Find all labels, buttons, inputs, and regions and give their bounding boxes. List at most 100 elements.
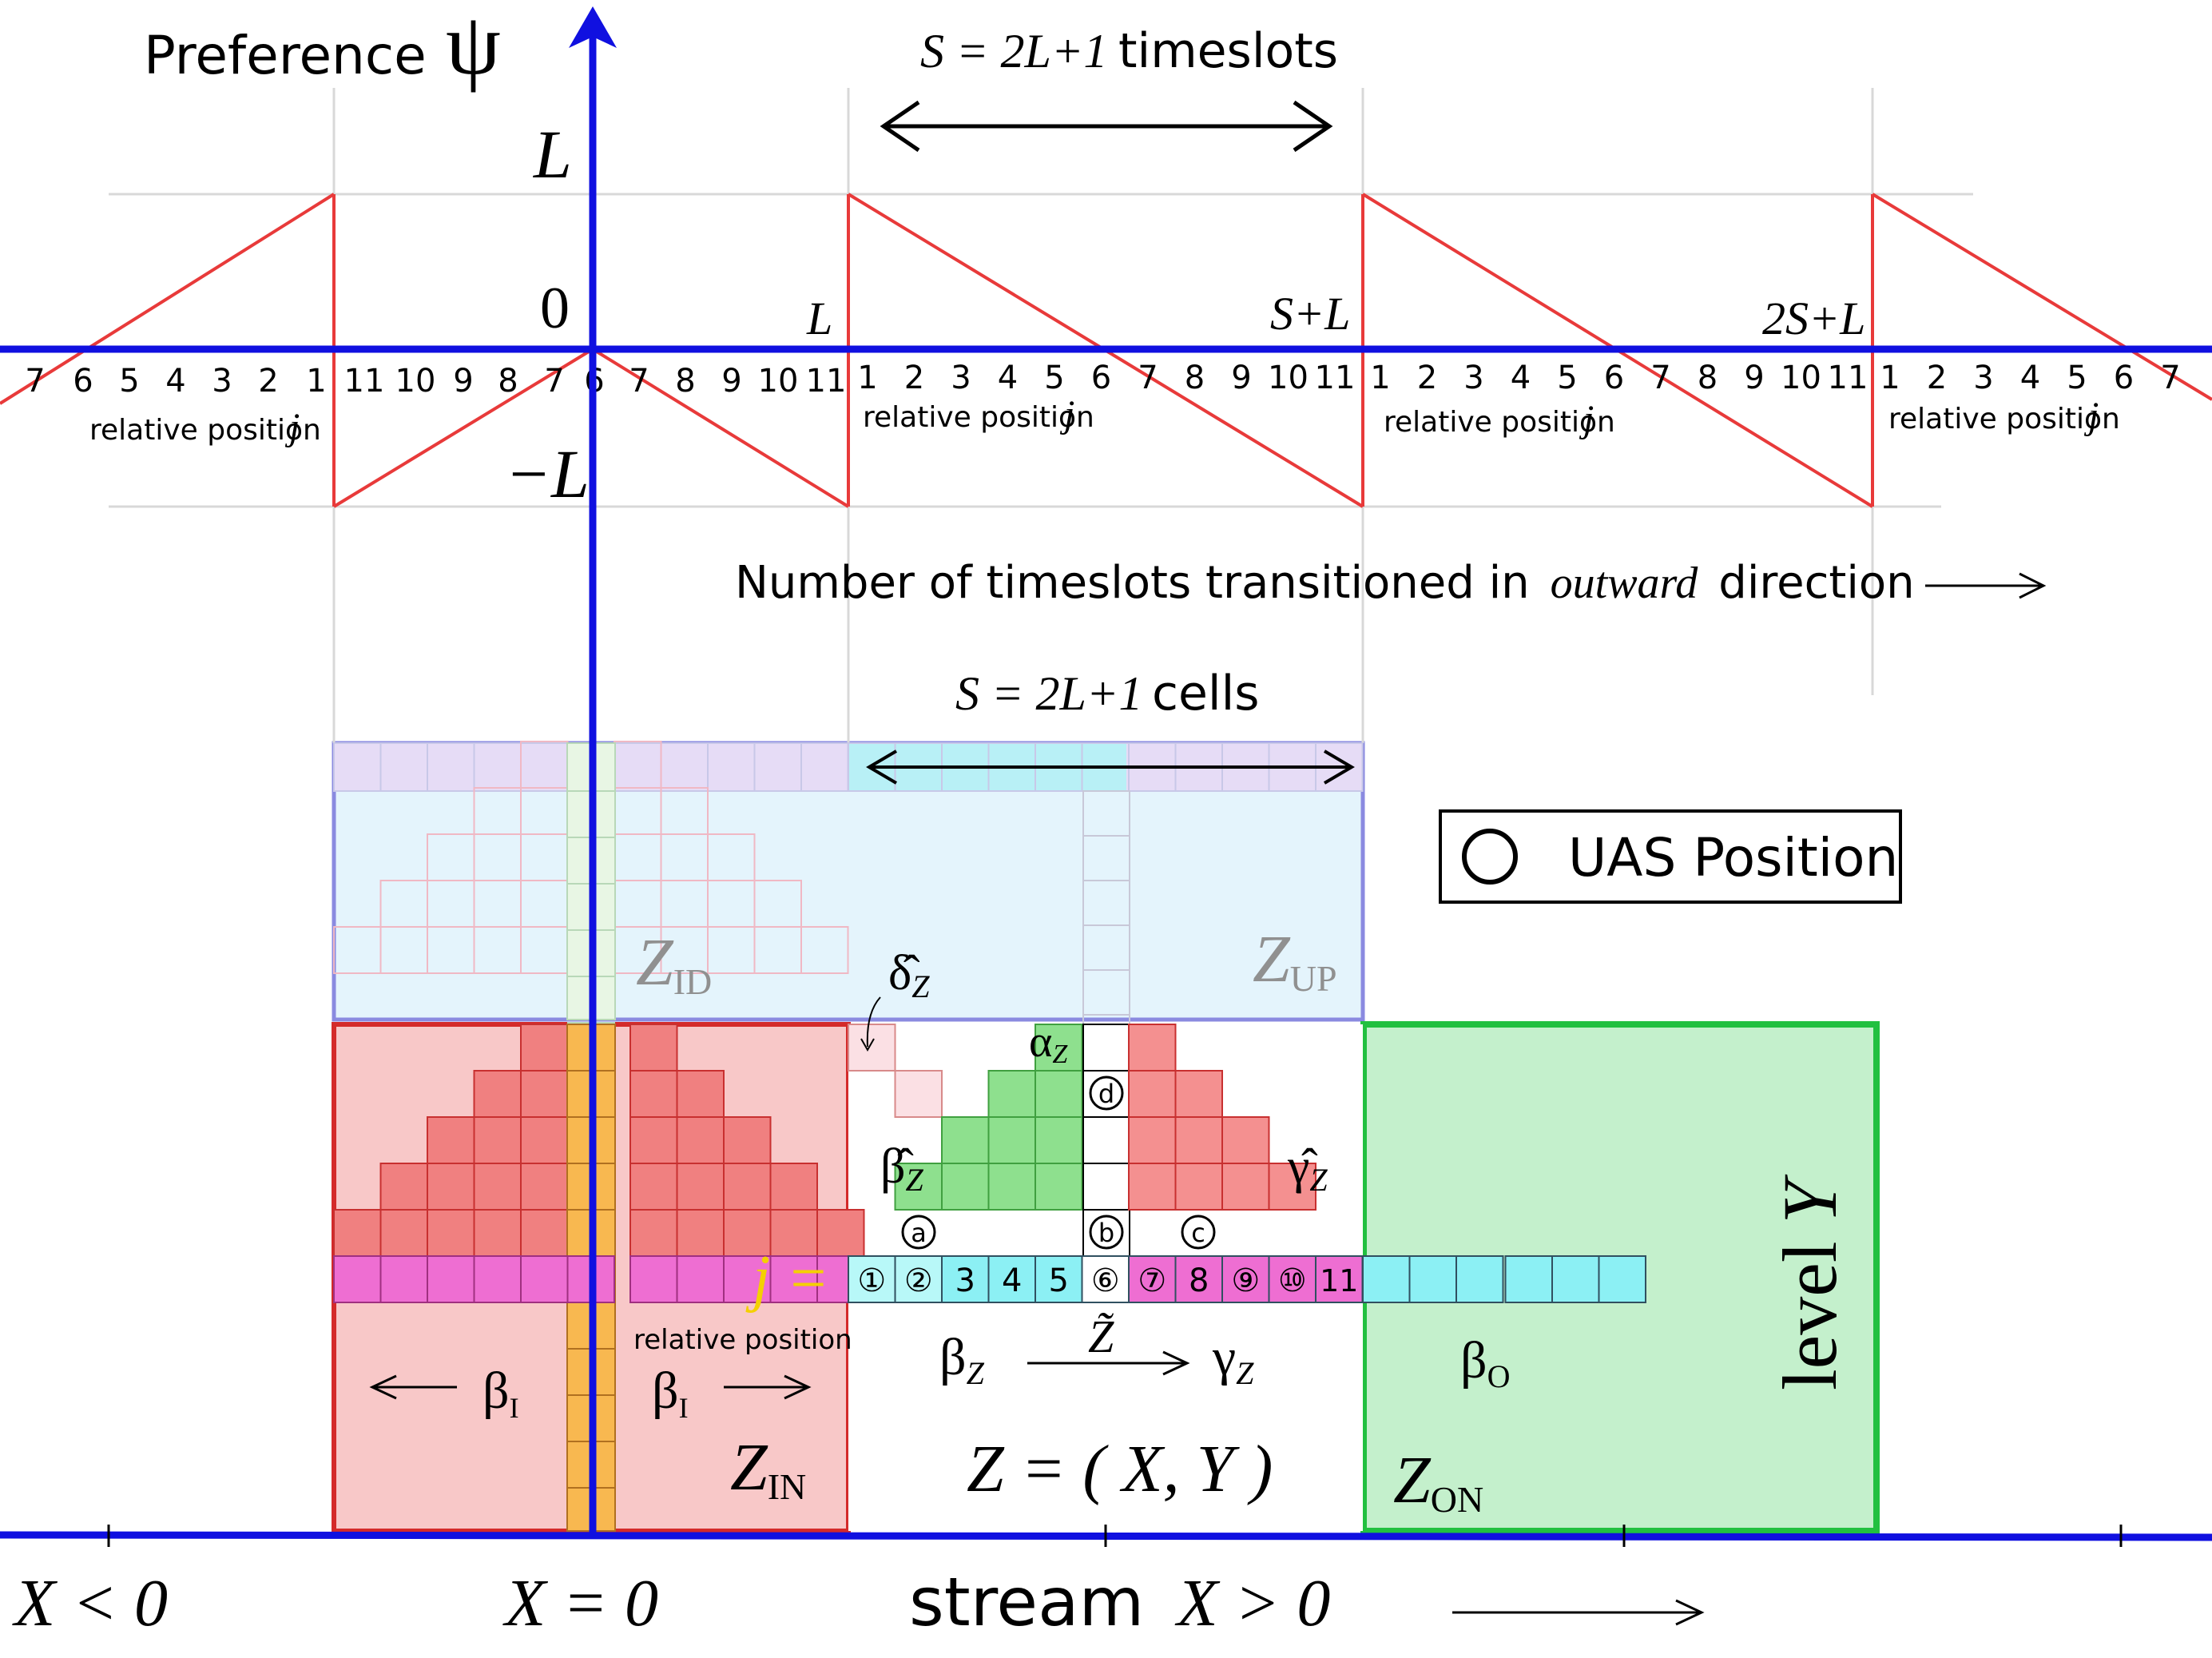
transition-label: Number of timeslots transitioned in outw… (735, 557, 1915, 609)
axis-number: 5 (119, 363, 139, 400)
axis-number: 1 (1880, 360, 1900, 396)
in-pyramid-cell (629, 1163, 678, 1211)
axis-number: 8 (1185, 360, 1205, 396)
main-axes (0, 6, 2212, 1547)
gamma-hat-cell (1128, 1163, 1177, 1211)
on-row-cell (1455, 1255, 1504, 1303)
z-row-cell (1081, 1255, 1130, 1303)
z-tilde-label: Z̃ (1088, 1310, 1114, 1362)
axis-number: 1 (857, 360, 877, 396)
z-row-cell (894, 1255, 943, 1303)
axis-number: 6 (1604, 360, 1624, 396)
axis-number: 2 (258, 363, 278, 400)
axis-number: 9 (453, 363, 473, 400)
relative-position-label-1: relative position (89, 414, 321, 447)
beta-hat-cell (1035, 1024, 1083, 1072)
id-stair-cell (753, 880, 802, 928)
preference-label: Preference (144, 25, 427, 86)
on-row-cell (1408, 1255, 1457, 1303)
outward-arrow-icon (1925, 572, 2047, 599)
axis-number: 8 (1698, 360, 1718, 396)
zone-z-cells (848, 1024, 1316, 1303)
transition-label-post: direction (1718, 557, 1914, 609)
mark-2S-plus-L: 2S+L (1762, 292, 1865, 344)
circled-letter: b (1098, 1218, 1114, 1248)
in-row-cell (379, 1255, 428, 1303)
beta-hat-cell (1035, 1070, 1083, 1118)
in-pyramid-cell (333, 1209, 382, 1257)
transition-label-pre: Number of timeslots transitioned in (735, 557, 1530, 609)
gamma-hat-cell (1221, 1116, 1270, 1164)
in-pyramid-cell (427, 1163, 475, 1211)
row-number: ⑨ (1231, 1262, 1260, 1299)
in-pyramid-cell (473, 1209, 522, 1257)
axis-number: 8 (675, 363, 695, 400)
axis-number: 5 (2067, 360, 2087, 396)
on-row-cell (1362, 1255, 1411, 1303)
in-pyramid-cell (723, 1163, 772, 1211)
z-row-cell (1128, 1255, 1177, 1303)
gamma-hat-cell (1128, 1070, 1177, 1118)
axis-number: 3 (951, 360, 971, 396)
gamma-hat-cell (1128, 1024, 1177, 1072)
in-pyramid-cell (629, 1070, 678, 1118)
sawtooth-segment (0, 193, 336, 405)
in-pyramid-cell (769, 1163, 818, 1211)
axis-number: 7 (1138, 360, 1158, 396)
zone-definition: Z = ( X, Y ) (967, 1432, 1273, 1506)
in-pyramid-cell (676, 1070, 725, 1118)
in-pyramid-cell (473, 1116, 522, 1164)
row-number: 8 (1189, 1262, 1209, 1299)
circled-letter: d (1098, 1079, 1114, 1109)
beta-o-label: βO (1460, 1331, 1510, 1394)
relative-position-label-3: relative position (1384, 406, 1615, 439)
row-number: ⑩ (1278, 1262, 1307, 1299)
in-pyramid-cell (520, 1209, 569, 1257)
up-header-cell (800, 742, 849, 792)
in-pyramid-cell (676, 1116, 725, 1164)
stream-direction-arrow-icon (1452, 1599, 1705, 1626)
row-number: ⑦ (1138, 1262, 1166, 1299)
in-row-cell (427, 1255, 475, 1303)
gamma-hat-cell (1128, 1116, 1177, 1164)
legend-box: UAS Position (1439, 809, 1902, 904)
in-row-cell (520, 1255, 569, 1303)
row-number: ② (904, 1262, 933, 1299)
alpha-column-cell (1082, 1163, 1130, 1211)
axis-number: 2 (1417, 360, 1437, 396)
row-number: 11 (1320, 1263, 1358, 1298)
axis-number: 7 (1650, 360, 1670, 396)
zone-id-label: ZID (636, 925, 712, 1002)
axis-number: 10 (1781, 360, 1821, 396)
beta-hat-cell (894, 1163, 943, 1211)
beta-hat-cell (1035, 1163, 1083, 1211)
on-row-cell (1504, 1255, 1553, 1303)
z-transition-arrow-icon (1027, 1350, 1190, 1376)
in-row-cell (629, 1255, 678, 1303)
x-less-than-zero-label: X < 0 (12, 1566, 168, 1640)
in-pyramid-cell (473, 1070, 522, 1118)
in-pyramid-cell (629, 1024, 678, 1072)
beta-i-left-label: βI (483, 1362, 519, 1424)
axis-number: 10 (1268, 360, 1309, 396)
cells-double-arrow-icon (866, 749, 1355, 785)
in-pyramid-cell (473, 1163, 522, 1211)
transition-label-ital: outward (1551, 559, 1699, 608)
axis-number: 7 (2160, 360, 2180, 396)
beta-hat-cell (1035, 1116, 1083, 1164)
gamma-z-label: γZ (1212, 1328, 1254, 1391)
in-pyramid-cell (379, 1163, 428, 1211)
z-row-cell (848, 1255, 896, 1303)
gamma-hat-cell (1174, 1070, 1223, 1118)
zone-on-label: ZON (1393, 1443, 1483, 1520)
relative-position-label-4: relative position (1888, 403, 2120, 435)
axis-number: 5 (1044, 360, 1064, 396)
j-equals-label: j = (745, 1243, 829, 1314)
in-pyramid-cell (520, 1116, 569, 1164)
axis-number: 2 (1927, 360, 1947, 396)
gamma-hat-cell (1174, 1163, 1223, 1211)
axis-number: 4 (1511, 360, 1531, 396)
period-label-var: S = 2L+1 (920, 25, 1107, 78)
